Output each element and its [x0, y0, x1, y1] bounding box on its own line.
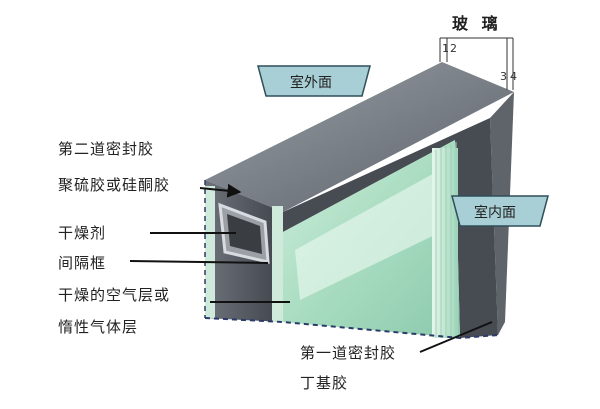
- layer-bracket: [439, 37, 514, 90]
- front-glass-right: [272, 206, 283, 322]
- layer-number-1: 1: [442, 42, 449, 55]
- label-primary-seal-line2: 丁基胶: [300, 374, 349, 392]
- layer-number-2: 2: [450, 42, 457, 55]
- layer-number-3: 3: [500, 70, 507, 83]
- outdoor-tag-shape: [257, 65, 371, 97]
- primary-seal-outline: [204, 317, 499, 340]
- desiccant: [227, 214, 262, 254]
- label-air-layer-line1: 干燥的空气层或: [58, 286, 171, 304]
- indoor-tag-shape: [451, 195, 549, 227]
- front-glass-left: [205, 186, 215, 318]
- label-air-layer-line2: 惰性气体层: [58, 318, 139, 336]
- indoor-tag: 室内面: [474, 205, 516, 221]
- glass-title: 玻 璃: [452, 14, 502, 33]
- glass-edge-stripes: [432, 142, 458, 338]
- layer-number-4: 4: [510, 70, 517, 83]
- pointer-spacer: [129, 260, 269, 264]
- back-frame: [283, 118, 498, 338]
- pointer-secondary-seal: [199, 183, 242, 198]
- label-primary-seal-line1: 第一道密封胶: [300, 344, 397, 362]
- label-desiccant: 干燥剂: [58, 224, 107, 242]
- top-sealant-surface: [205, 62, 514, 212]
- label-secondary-seal-line2: 聚硫胶或硅酮胶: [58, 176, 171, 194]
- glass-reflection: [295, 170, 445, 300]
- pointer-primary-seal: [419, 321, 493, 353]
- label-secondary-seal-line1: 第二道密封胶: [58, 140, 155, 158]
- label-spacer-frame: 间隔框: [58, 254, 107, 272]
- outdoor-tag: 室外面: [290, 75, 332, 91]
